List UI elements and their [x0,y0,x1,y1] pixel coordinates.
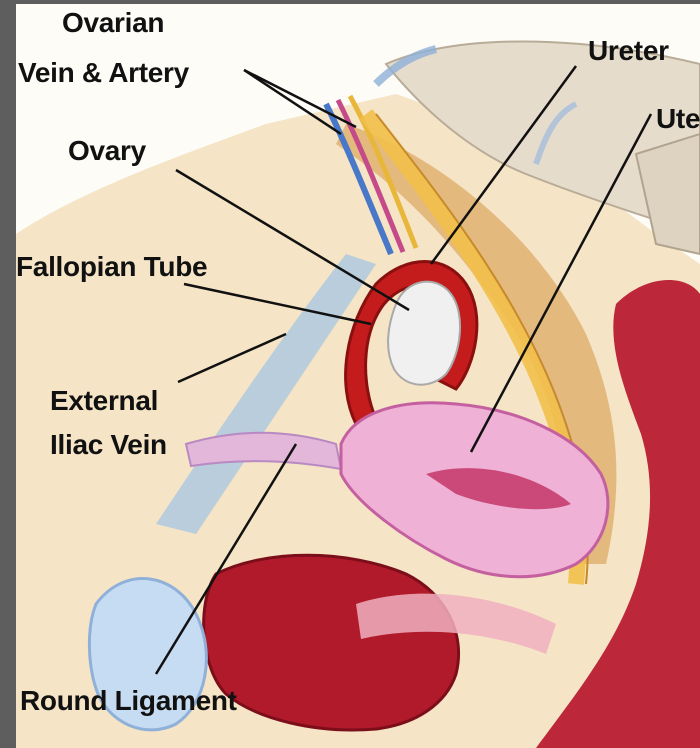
label-ureter: Ureter [588,34,669,68]
label-external: External [50,384,158,418]
label-vein-artery: Vein & Artery [18,56,189,90]
illustration-canvas: Ovarian Vein & Artery Ureter Ute Ovary F… [16,4,700,748]
label-ovarian: Ovarian [62,6,164,40]
label-fallopian-tube: Fallopian Tube [16,250,207,284]
pelvic-anatomy-illustration [16,4,700,748]
label-iliac-vein: Iliac Vein [50,428,167,462]
bladder-structure [204,555,459,730]
ovary-structure [388,282,460,385]
label-uterus: Ute [656,102,700,136]
label-ovary: Ovary [68,134,146,168]
label-round-ligament: Round Ligament [20,684,237,718]
